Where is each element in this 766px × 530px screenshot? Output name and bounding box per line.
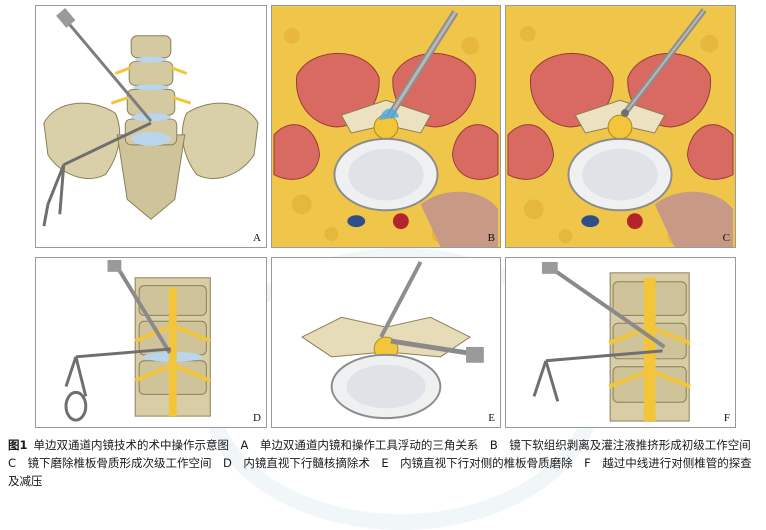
- panel-label: B: [487, 232, 495, 244]
- panel-d: D: [35, 257, 267, 428]
- panel-a: A: [35, 5, 267, 248]
- panel-c-illustration: [506, 6, 735, 247]
- panel-b: B: [271, 5, 501, 248]
- panel-label: D: [253, 412, 261, 424]
- caption-text: 单边双通道内镜技术的术中操作示意图 A 单边双通道内镜和操作工具浮动的三角关系 …: [8, 438, 763, 488]
- panel-f-illustration: [532, 261, 691, 422]
- panel-b-illustration: [272, 6, 500, 247]
- panel-d-illustration: [64, 259, 212, 422]
- panel-e: E: [271, 257, 501, 428]
- panel-e-illustration: [301, 261, 484, 420]
- panel-label: E: [488, 412, 495, 424]
- figure-number: 图1: [8, 438, 28, 452]
- panel-f: F: [505, 257, 736, 428]
- panel-c: C: [505, 5, 736, 248]
- panel-label: F: [723, 412, 730, 424]
- panel-label: C: [722, 232, 730, 244]
- panel-a-illustration: [42, 8, 259, 227]
- panel-label: A: [253, 232, 261, 244]
